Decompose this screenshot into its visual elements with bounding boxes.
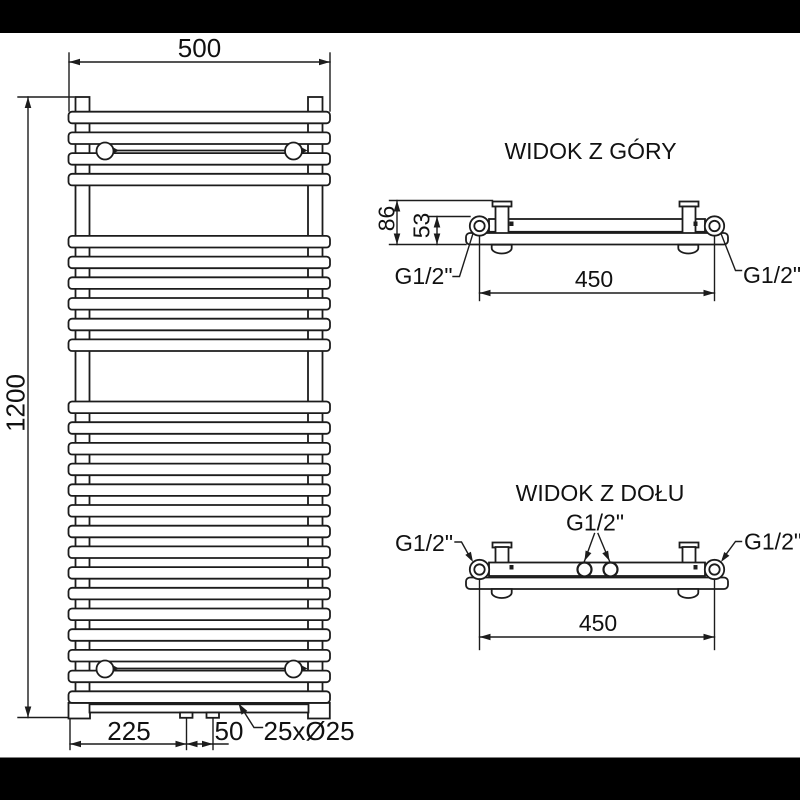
rung xyxy=(67,586,331,601)
rung xyxy=(67,276,331,290)
dim-450-label: 450 xyxy=(575,266,613,292)
rung xyxy=(67,628,331,642)
rung xyxy=(67,255,331,270)
rung xyxy=(67,172,331,187)
dim-450-label: 450 xyxy=(579,610,617,636)
mount-tick xyxy=(301,147,308,154)
bracket-foot-left xyxy=(490,243,513,255)
collector-bore-right xyxy=(708,563,721,576)
bottom-panel xyxy=(88,703,310,714)
rung xyxy=(67,607,331,622)
rung xyxy=(67,152,331,166)
dim-depth-86: 86 xyxy=(374,199,494,246)
bracket-foot-right xyxy=(677,243,700,255)
dim-spacing-450-top: 450 xyxy=(478,236,716,302)
rung xyxy=(67,421,331,435)
rung xyxy=(67,566,331,580)
thread-right-label: G1/2" xyxy=(744,529,800,555)
flat-panel-top-view xyxy=(465,232,729,246)
rung xyxy=(67,110,331,125)
dim-width-500: 500 xyxy=(68,33,331,112)
dim-pipe-depth-53: 53 xyxy=(409,213,471,246)
mount-circle xyxy=(284,659,303,679)
dim-height-label: 1200 xyxy=(1,374,31,432)
bracket-left xyxy=(494,546,510,564)
rung xyxy=(67,462,331,477)
thread-left-label: G1/2" xyxy=(394,263,452,289)
dim-50-label: 50 xyxy=(215,716,244,746)
bottom-view: WIDOK Z DOŁU G1/2" xyxy=(395,480,800,651)
bracket-right xyxy=(681,546,697,564)
letterbox-top xyxy=(0,0,800,33)
thread-center-label: G1/2" xyxy=(566,510,624,536)
dim-bottom-offsets: 225 50 xyxy=(69,716,244,751)
mount-tick xyxy=(113,665,119,672)
dim-225-label: 225 xyxy=(107,716,150,746)
rung xyxy=(67,441,331,456)
center-port-left xyxy=(576,561,593,578)
dim-spacing-450-bottom: 450 xyxy=(478,578,716,651)
dim-height-1200: 1200 xyxy=(1,96,75,719)
weld-mark xyxy=(509,565,514,570)
bracket-left xyxy=(494,205,510,235)
thread-right-label: G1/2" xyxy=(743,262,800,288)
rung xyxy=(67,504,331,518)
bracket-right xyxy=(681,205,697,235)
mount-circle xyxy=(95,141,115,161)
dim-86-label: 86 xyxy=(374,206,400,232)
mount-circle xyxy=(95,659,115,679)
rung xyxy=(67,234,331,249)
thread-left-callout: G1/2" xyxy=(395,530,473,562)
foot-left xyxy=(67,702,91,720)
dim-53-label: 53 xyxy=(409,213,435,239)
rung xyxy=(67,400,331,415)
rung xyxy=(67,524,331,539)
thread-labels-top-view: G1/2" G1/2" xyxy=(394,232,800,289)
thread-center-callout: G1/2" xyxy=(566,510,624,562)
rung-callout-label: 25xØ25 xyxy=(264,716,355,746)
letterbox-bottom xyxy=(0,757,800,800)
rung xyxy=(67,649,331,663)
rung-bar-bottom-view xyxy=(488,561,706,577)
thread-left-label: G1/2" xyxy=(395,530,453,556)
collector-bore-left xyxy=(473,219,486,233)
rung xyxy=(67,669,331,684)
rungs xyxy=(67,110,331,704)
rung xyxy=(67,131,331,145)
weld-mark xyxy=(693,221,698,226)
mount-circle xyxy=(284,141,303,161)
collector-bore-left xyxy=(473,563,486,576)
rung xyxy=(67,690,331,704)
pipe-stub-left xyxy=(179,711,194,719)
flat-panel-bottom-view xyxy=(465,576,729,590)
rung xyxy=(67,317,331,332)
top-view: WIDOK Z GÓRY 86 xyxy=(374,138,800,302)
rung xyxy=(67,545,331,559)
bracket-foot-left xyxy=(490,588,513,599)
weld-mark xyxy=(509,221,514,226)
rung xyxy=(67,338,331,352)
front-view: 500 1200 225 50 xyxy=(1,33,355,751)
bottom-view-title: WIDOK Z DOŁU xyxy=(516,480,685,506)
top-view-title: WIDOK Z GÓRY xyxy=(504,138,676,164)
rung xyxy=(67,483,331,497)
rung-bar-top-view xyxy=(488,218,706,233)
center-port-right xyxy=(602,561,619,578)
collector-bore-right xyxy=(708,219,721,233)
bracket-foot-right xyxy=(677,588,700,599)
thread-right-callout: G1/2" xyxy=(721,529,800,562)
dim-width-label: 500 xyxy=(178,33,221,63)
rung xyxy=(67,297,331,311)
mount-tick xyxy=(301,665,308,672)
weld-mark xyxy=(693,565,698,570)
mount-tick xyxy=(113,147,119,154)
rung-callout: 25xØ25 xyxy=(238,703,355,746)
